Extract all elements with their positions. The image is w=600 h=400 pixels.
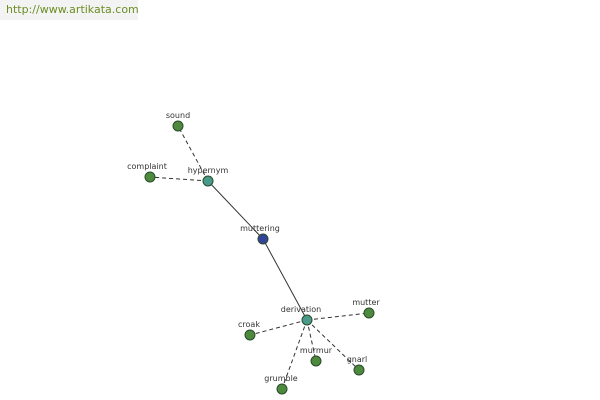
node-hypernym[interactable]: hypernym (188, 166, 229, 187)
node-label-complaint[interactable]: complaint (127, 162, 167, 171)
graph-edges (149, 125, 370, 390)
node-grumble[interactable]: grumble (264, 374, 298, 395)
url-text[interactable]: http://www.artikata.com (6, 3, 139, 16)
edge-hypernym-sound (177, 125, 209, 182)
node-murmur[interactable]: murmur (300, 346, 333, 367)
url-banner[interactable]: http://www.artikata.com (0, 0, 139, 20)
node-dot-mutter[interactable] (363, 307, 375, 319)
edge-muttering-derivation (262, 238, 308, 321)
node-gnarl[interactable]: gnarl (347, 355, 368, 376)
node-muttering[interactable]: muttering (240, 224, 280, 245)
node-dot-derivation[interactable] (301, 314, 313, 326)
node-croak[interactable]: croak (238, 320, 260, 341)
node-dot-grumble[interactable] (276, 383, 288, 395)
graph-nodes: muttering hypernym derivation sound complain… (127, 111, 380, 395)
node-label-murmur[interactable]: murmur (300, 346, 333, 355)
node-dot-hypernym[interactable] (202, 175, 214, 187)
node-derivation[interactable]: derivation (281, 305, 321, 326)
node-label-muttering[interactable]: muttering (240, 224, 280, 233)
edge-muttering-hypernym (207, 180, 264, 240)
edge-derivation-grumble (281, 319, 308, 390)
node-label-mutter[interactable]: mutter (352, 298, 380, 307)
node-label-gnarl[interactable]: gnarl (347, 355, 368, 364)
node-label-croak[interactable]: croak (238, 320, 260, 329)
node-mutter[interactable]: mutter (352, 298, 380, 319)
edge-hypernym-complaint (149, 176, 209, 182)
node-label-sound[interactable]: sound (166, 111, 190, 120)
edge-derivation-croak (249, 319, 308, 336)
node-label-hypernym[interactable]: hypernym (188, 166, 229, 175)
node-sound[interactable]: sound (166, 111, 190, 132)
node-dot-murmur[interactable] (310, 355, 322, 367)
node-dot-muttering[interactable] (257, 233, 269, 245)
node-complaint[interactable]: complaint (127, 162, 167, 183)
node-dot-gnarl[interactable] (353, 364, 365, 376)
edge-derivation-gnarl (306, 319, 360, 371)
node-dot-sound[interactable] (172, 120, 184, 132)
node-dot-croak[interactable] (244, 329, 256, 341)
node-label-derivation[interactable]: derivation (281, 305, 321, 314)
node-label-grumble[interactable]: grumble (264, 374, 298, 383)
node-dot-complaint[interactable] (144, 171, 156, 183)
edge-derivation-mutter (306, 312, 370, 321)
